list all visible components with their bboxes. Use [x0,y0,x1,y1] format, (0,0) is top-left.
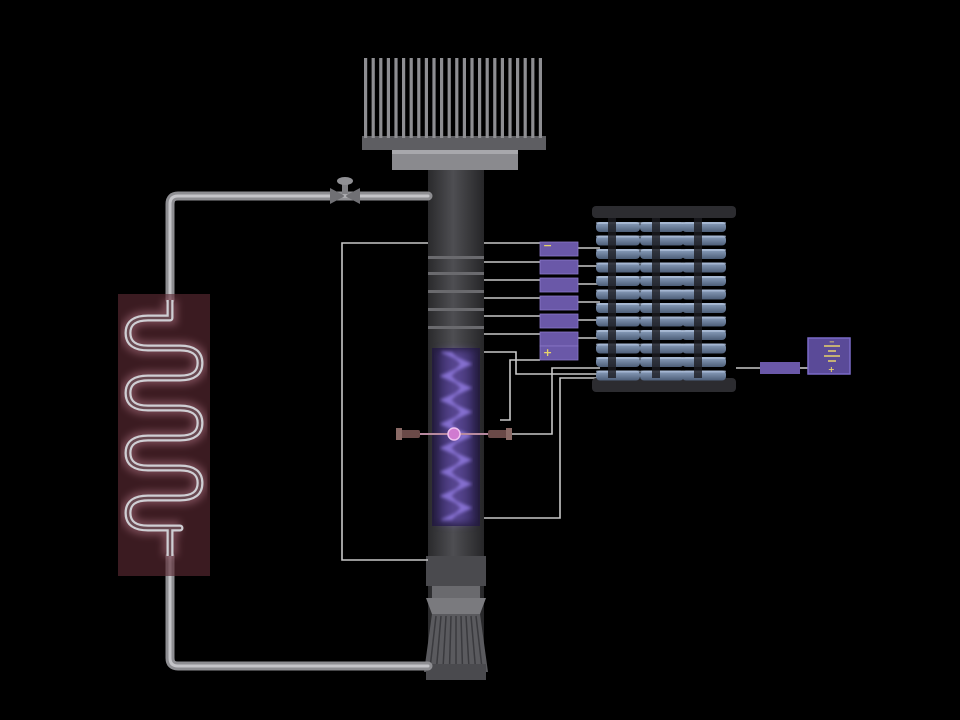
coil-disc [640,289,684,300]
fin [364,58,368,138]
coil-disc [640,357,684,367]
fin [508,58,512,138]
coil-disc [596,262,640,273]
probe-right [460,428,512,440]
coil-disc [596,289,640,300]
electrode-ring [428,272,484,275]
coil-disc [640,303,684,313]
terminal-plus-label: + [543,346,552,359]
fin [371,58,375,138]
fin [500,58,504,138]
terminal [539,277,579,293]
fin [538,58,542,138]
coil-disc [682,330,726,340]
fin [379,58,383,138]
fin [394,58,398,138]
coil-disc [682,262,726,273]
fin [531,58,535,138]
fin [485,58,489,138]
coil-disc [640,235,684,246]
fin [409,58,413,138]
electrode-ring [428,290,484,293]
electrode-ring [428,256,484,259]
coil-disc [682,370,726,381]
terminal-block [539,241,579,361]
cooling-fins [362,58,546,170]
main-tube [424,170,488,680]
coil-disc [682,235,726,246]
terminal [539,313,579,329]
coil-disc [640,370,684,381]
coil-stack [592,206,736,392]
fin [432,58,436,138]
fin [478,58,482,138]
coolant-pipe [165,191,433,671]
coil-disc [596,357,640,367]
fin [455,58,459,138]
terminal [539,345,579,361]
battery-plus-label: + [828,365,835,374]
coil-disc [682,357,726,367]
coil-disc [640,249,684,259]
wiring [341,242,812,561]
electrode-ring [428,326,484,329]
fin [493,58,497,138]
coil-disc [640,262,684,273]
fin [462,58,466,138]
fin [447,58,451,138]
coil-disc [682,343,726,354]
coil-disc [640,343,684,354]
coil-disc [596,276,640,286]
coil-disc [682,303,726,313]
coil-disc [682,276,726,286]
valve-icon[interactable] [330,177,360,204]
fin [440,58,444,138]
electrode-rings [428,256,484,329]
coil-disc [596,235,640,246]
coil-disc [596,303,640,313]
coil-disc [596,316,640,327]
coil-disc [640,330,684,340]
terminal [539,259,579,275]
coil-disc [682,249,726,259]
coil-disc [596,249,640,259]
fin [516,58,520,138]
fin [402,58,406,138]
battery: − + [760,337,851,375]
fin [417,58,421,138]
coil-disc [682,289,726,300]
coil-disc [596,343,640,354]
electrode-ring [428,308,484,311]
terminal [539,295,579,311]
coil-disc [596,370,640,381]
coil-disc [596,222,640,232]
heater-coil [118,294,210,576]
coil-disc [682,316,726,327]
sample-bead [447,427,461,441]
coil-disc [640,276,684,286]
fin [470,58,474,138]
fin [386,58,390,138]
terminal [539,241,579,257]
coil-disc [596,330,640,340]
battery-minus-label: − [829,338,835,346]
fin [424,58,428,138]
terminal-minus-label: − [543,239,552,252]
fin [523,58,527,138]
probe-left [396,428,448,440]
coil-disc [640,316,684,327]
terminal [539,331,579,347]
coil-disc [682,222,726,232]
coil-disc [640,222,684,232]
